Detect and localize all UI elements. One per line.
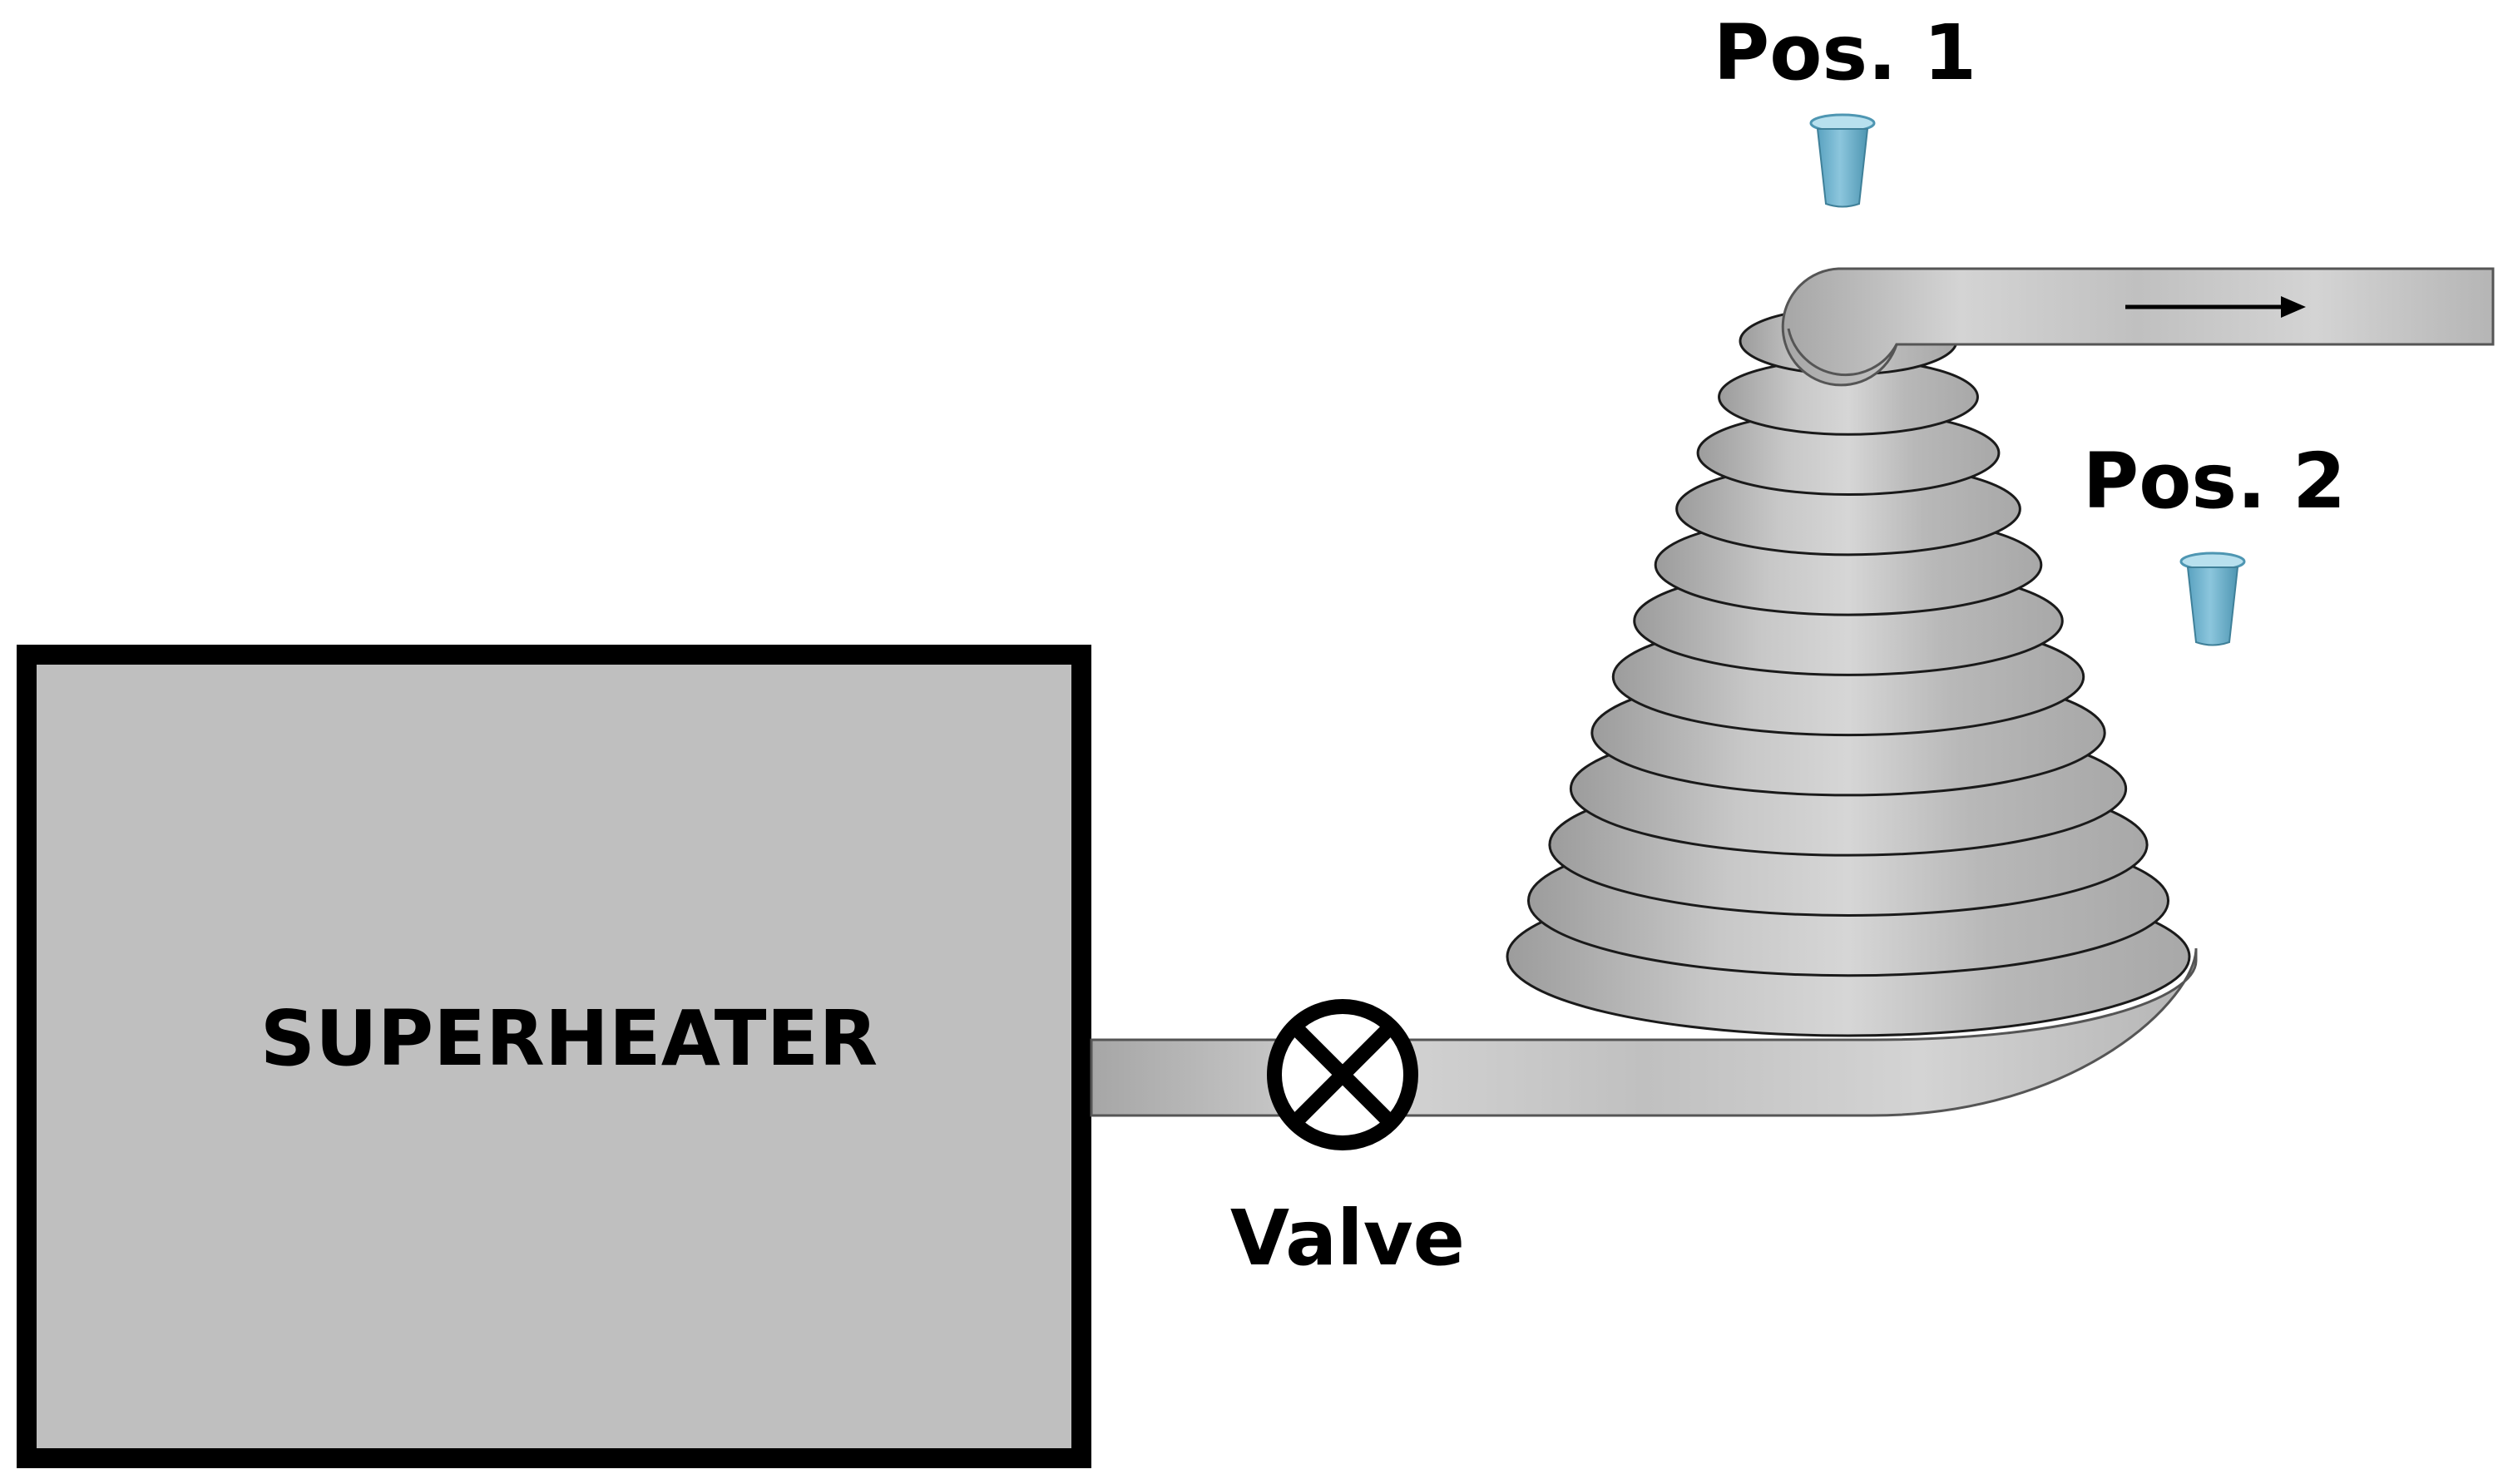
position-2-label: Pos. 2 [2083,437,2346,526]
valve: Valve [1230,999,1465,1283]
valve-cross-b [1289,1021,1397,1129]
outlet-pipe-body [1781,267,2495,387]
outlet-pipe [1781,267,2495,387]
outlet-elbow-edge [1787,328,1898,377]
sensor-cup-icon [1809,113,1876,208]
valve-label: Valve [1230,1194,1465,1283]
conical-coil [1506,306,2191,1037]
position-1-label: Pos. 1 [1714,8,1976,97]
superheater-box [17,645,1091,1468]
position-2: Pos. 2 [2083,437,2346,646]
position-1: Pos. 1 [1714,8,1976,208]
sensor-cup-icon [2179,552,2246,646]
flow-arrow-icon [2125,296,2306,318]
superheater-label: SUPERHEATER [260,994,878,1083]
superheater: SUPERHEATER [17,645,1091,1468]
